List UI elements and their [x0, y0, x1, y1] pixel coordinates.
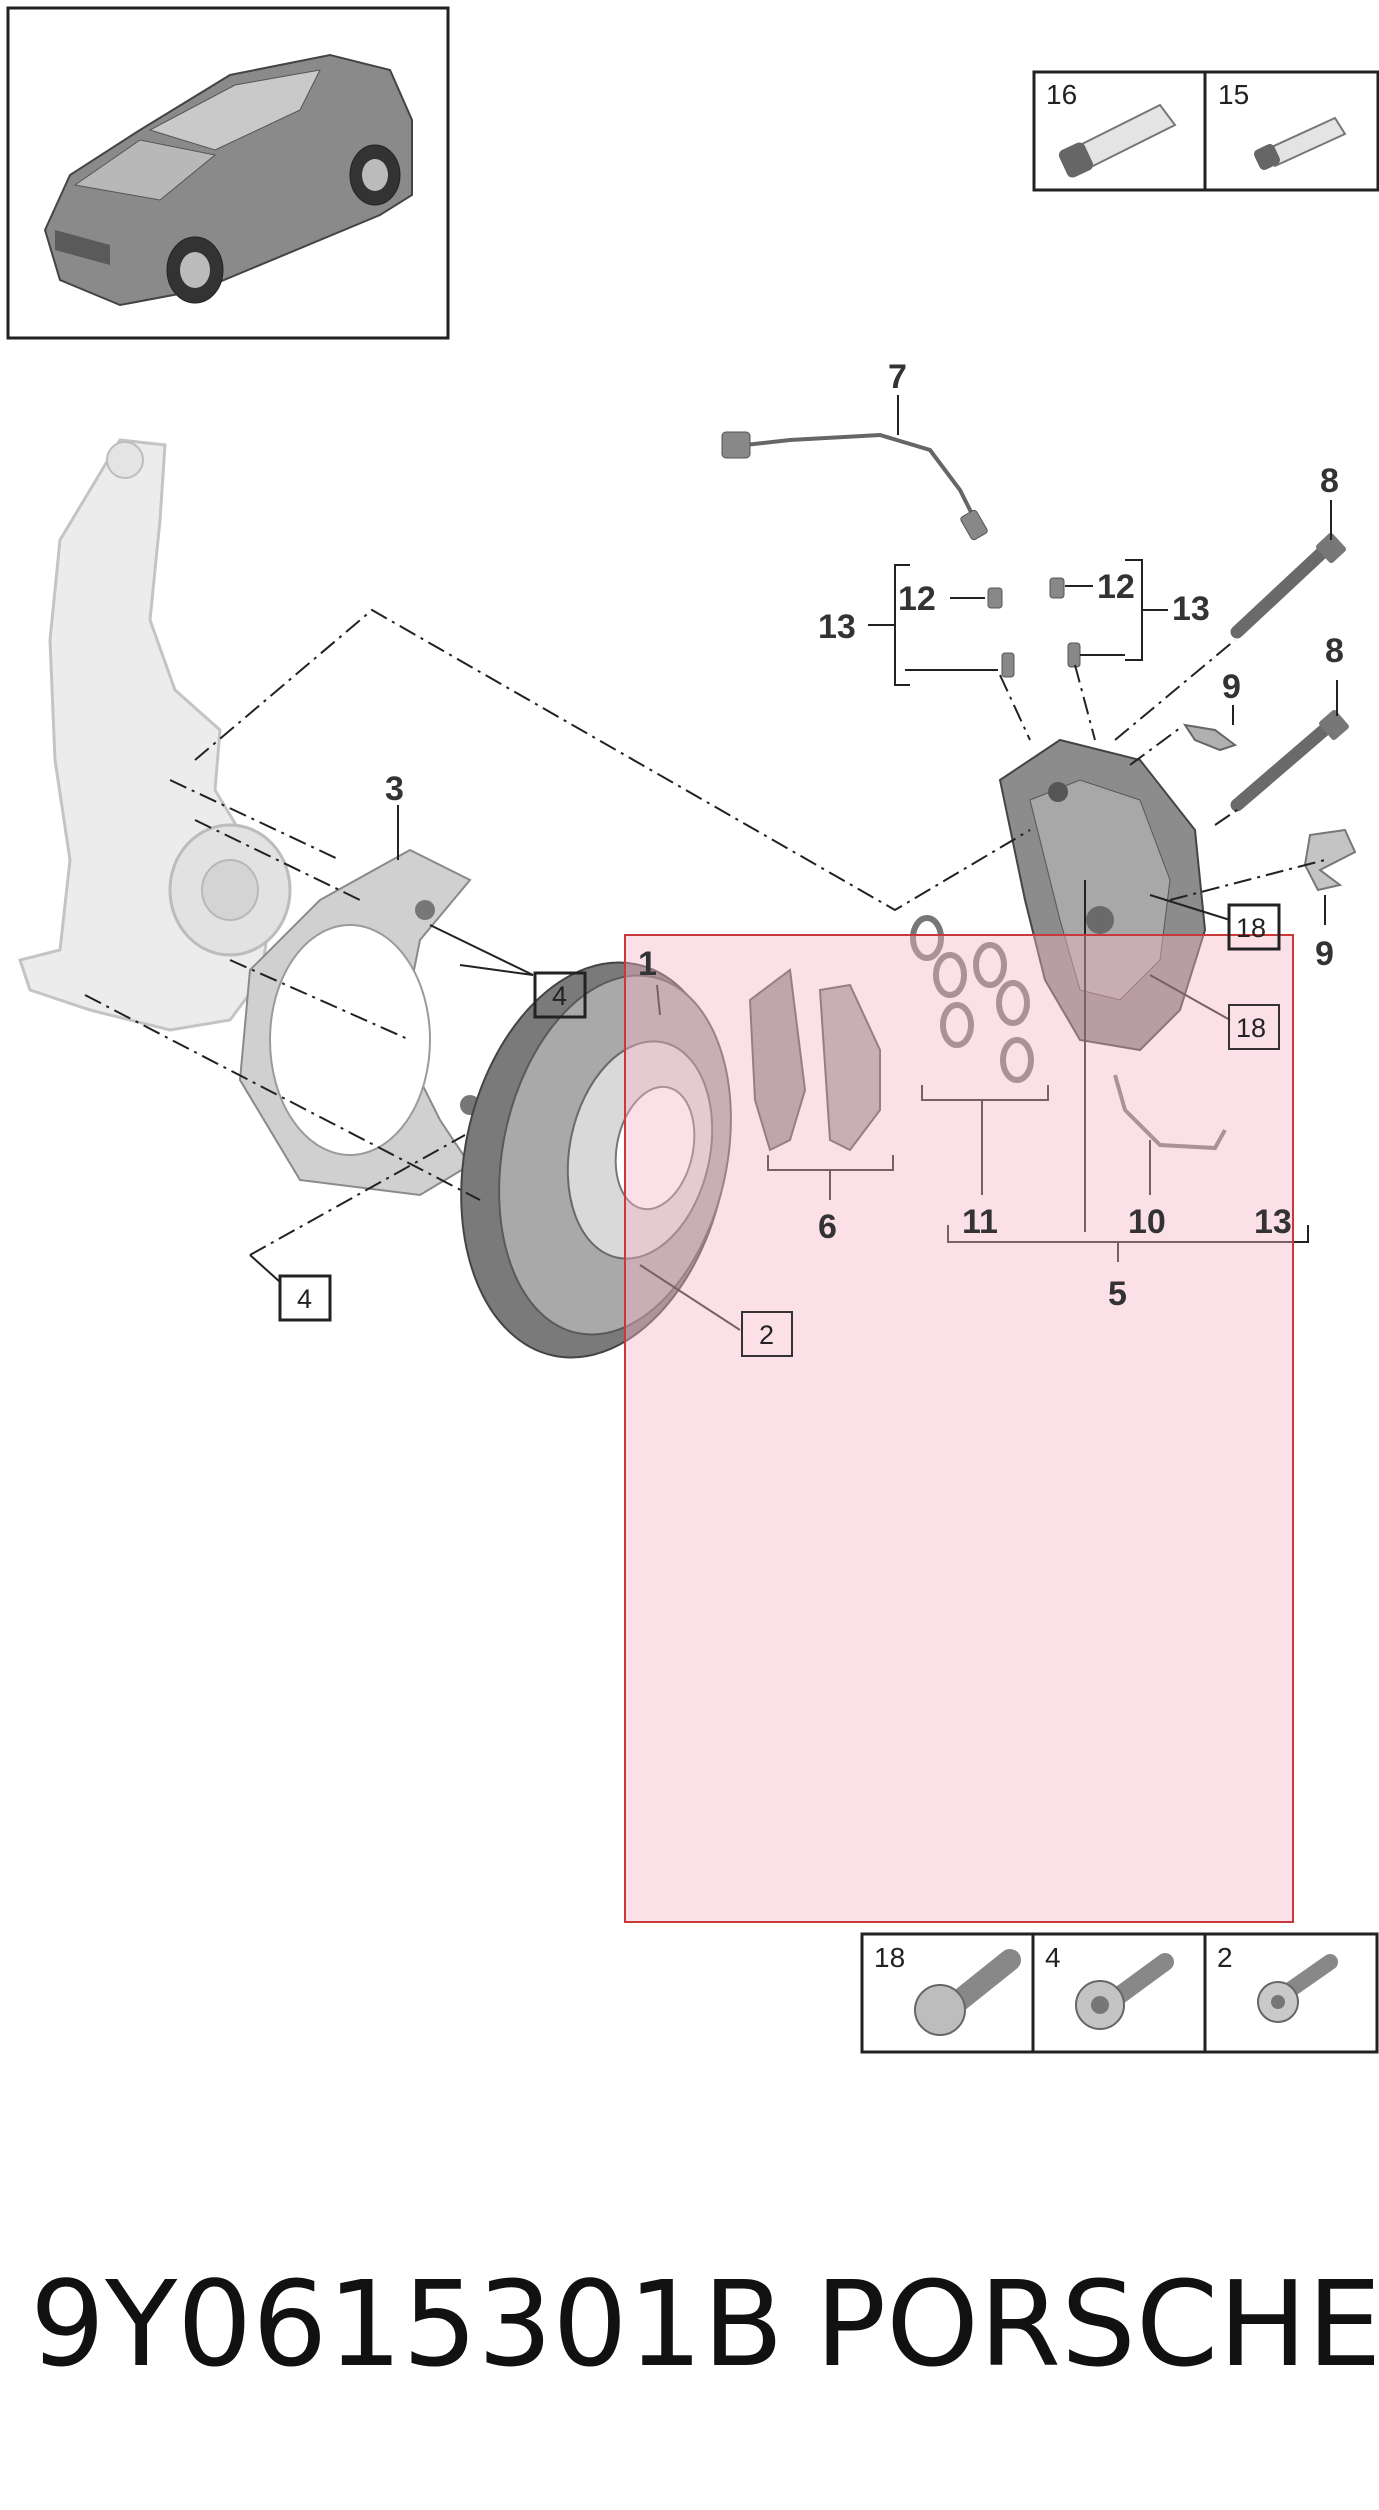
consumable-number: 16	[1046, 79, 1077, 110]
grease-tube-small-icon	[1254, 116, 1347, 170]
suv-car-icon	[43, 53, 413, 307]
callout-shield: 3	[385, 770, 404, 808]
boxed-callouts: 4 4 2 18 18	[278, 903, 1281, 1357]
caliper-bolts	[1230, 532, 1349, 812]
callout-sensor-cable: 7	[888, 358, 907, 396]
callout-bolt-lower: 8	[1325, 632, 1344, 670]
boxed-callout-shield-bolt-lower: 4	[297, 1284, 312, 1314]
wheel-carrier	[18, 438, 292, 1032]
part-number: 9Y0615301B	[30, 2255, 784, 2393]
consumables-box: 16 15	[1032, 70, 1379, 192]
leader-lines	[249, 395, 1338, 1331]
callout-pads: 6	[818, 1208, 837, 1246]
vehicle-thumbnail	[6, 6, 450, 340]
callout-bleeder-right-13: 13	[1172, 590, 1210, 628]
boxed-callout-caliper-bolt-lower: 18	[1236, 1013, 1266, 1043]
callout-clip-lower: 9	[1315, 935, 1334, 973]
callout-clip-upper: 9	[1222, 668, 1241, 706]
wear-sensor	[1113, 1074, 1227, 1151]
pad-clips	[1182, 723, 1357, 892]
fasteners-box: 18 4 2	[860, 1932, 1379, 2054]
bolt-torx-countersunk-icon	[1257, 1954, 1338, 2023]
brand-name: PORSCHE	[815, 2255, 1379, 2393]
seal-rings	[910, 915, 1034, 1083]
bolt-torx-flange-icon	[1075, 1953, 1174, 2030]
assembly-lines	[84, 608, 1326, 1256]
sensor-cable	[721, 431, 988, 541]
callout-bleeder-right-12: 12	[1097, 568, 1135, 606]
boxed-callout-disc-screw: 2	[759, 1320, 774, 1350]
callout-seal-kit: 11	[962, 1203, 998, 1241]
callout-bolt-upper: 8	[1320, 462, 1339, 500]
brake-shield	[238, 848, 480, 1197]
grease-tube-large-icon	[1058, 103, 1177, 178]
brake-pads	[748, 968, 881, 1152]
bolt-splined-icon	[914, 1949, 1021, 2036]
boxed-callout-shield-bolt-upper: 4	[552, 981, 567, 1011]
bleeder-screws	[987, 577, 1081, 678]
callout-bleeder-bottom-13: 13	[1254, 1203, 1292, 1241]
consumable-number: 15	[1218, 79, 1249, 110]
callout-labels: 3 1 7 8 8 9 9 6 11 10 13 5 13 12 12 13	[385, 358, 1344, 1313]
highlight-border	[624, 934, 1294, 1923]
callout-wear-sensor: 10	[1128, 1203, 1166, 1241]
callout-brake-disc: 1	[638, 945, 657, 983]
fastener-number: 2	[1217, 1942, 1233, 1973]
brake-caliper	[998, 738, 1207, 1052]
boxed-callout-caliper-bolt-upper: 18	[1236, 913, 1266, 943]
brake-disc	[460, 961, 732, 1359]
highlight-region	[625, 935, 1293, 1922]
callout-bleeder-left-12: 12	[898, 580, 936, 618]
callout-caliper-group: 5	[1108, 1275, 1127, 1313]
fastener-number: 18	[874, 1942, 905, 1973]
fastener-number: 4	[1045, 1942, 1061, 1973]
callout-bleeder-left-13: 13	[818, 608, 856, 646]
